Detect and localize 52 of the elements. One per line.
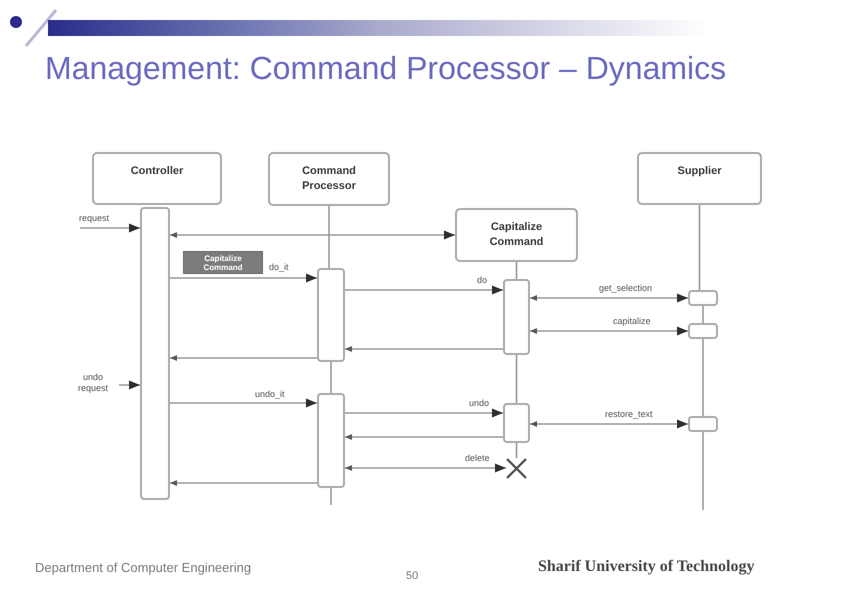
page-number: 50 <box>406 569 418 584</box>
activation-bar <box>688 416 718 432</box>
message-arrow <box>530 294 688 302</box>
slide-title: Management: Command Processor – Dynamics <box>45 49 726 88</box>
edge-label: restore_text <box>604 409 654 420</box>
edge-label: do_it <box>268 262 290 273</box>
edge-label: request <box>78 213 110 224</box>
message-arrow <box>170 230 455 240</box>
message-arrow <box>345 346 503 352</box>
message-arrow <box>530 326 688 336</box>
lifeline <box>516 355 518 403</box>
activation-bar <box>503 403 530 443</box>
activation-bar <box>503 279 530 355</box>
message-arrow <box>80 224 140 232</box>
footer-text: Department of Computer Engineering <box>35 559 252 577</box>
lifeline <box>702 432 704 510</box>
object-box: Capitalize Command <box>455 208 578 262</box>
edge-label: undo <box>468 398 490 409</box>
object-box: Supplier <box>637 152 762 205</box>
activation-bar <box>688 323 718 339</box>
activation-bar <box>317 393 345 488</box>
object-box: Command Processor <box>268 152 390 206</box>
lifeline <box>702 339 704 416</box>
message-arrow <box>530 420 688 428</box>
activation-bar <box>688 290 718 306</box>
parameter-box: Capitalize Command <box>183 251 263 274</box>
message-arrow <box>119 380 140 390</box>
edge-label: do <box>476 275 488 286</box>
edge-label: undo_it <box>254 389 286 400</box>
message-arrow <box>170 355 317 361</box>
message-arrow <box>345 408 503 418</box>
message-arrow <box>170 480 317 486</box>
activation-bar <box>317 268 345 362</box>
lifeline <box>330 362 332 393</box>
lifeline <box>698 205 700 290</box>
edge-label: capitalize <box>612 316 652 327</box>
message-arrow <box>345 464 506 472</box>
lifeline <box>516 262 518 279</box>
message-arrow <box>170 398 317 408</box>
edge-label: delete <box>464 453 491 464</box>
cross-icon <box>506 458 527 479</box>
message-arrow <box>345 434 503 440</box>
object-box: Controller <box>92 152 222 205</box>
lifeline <box>328 206 330 268</box>
message-arrow <box>345 286 503 294</box>
footer-institution: Sharif University of Technology <box>538 557 754 577</box>
lifeline <box>516 443 518 458</box>
lifeline <box>330 488 332 505</box>
message-arrow <box>170 274 317 282</box>
edge-label: get_selection <box>598 283 654 294</box>
lifeline <box>702 306 704 323</box>
activation-bar <box>140 207 170 500</box>
